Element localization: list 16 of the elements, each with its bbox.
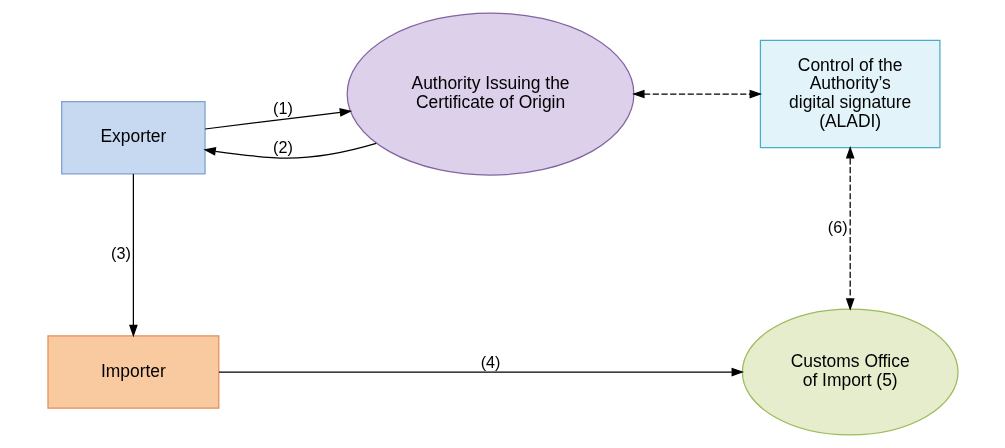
node-box: Importer <box>46 335 219 409</box>
node-ellipse: Customs Office of Import (5) <box>741 308 959 436</box>
edge-label: (3) <box>110 244 131 263</box>
node-box: Exporter <box>60 100 206 175</box>
edge-label: (6) <box>827 217 848 236</box>
arrow <box>217 367 744 377</box>
arrow <box>128 173 138 338</box>
edge-label: (4) <box>480 352 500 371</box>
arrow <box>631 89 762 99</box>
node-ellipse: Authority Issuing the Certificate of Origin <box>346 12 634 176</box>
edge-label: (2) <box>272 138 293 157</box>
node-box: Control of the Authority’s digital signature (ALADI) <box>759 39 941 149</box>
arrow <box>845 146 855 311</box>
edge-label: (1) <box>272 99 293 118</box>
arrow <box>204 108 352 130</box>
arrow <box>202 142 377 159</box>
